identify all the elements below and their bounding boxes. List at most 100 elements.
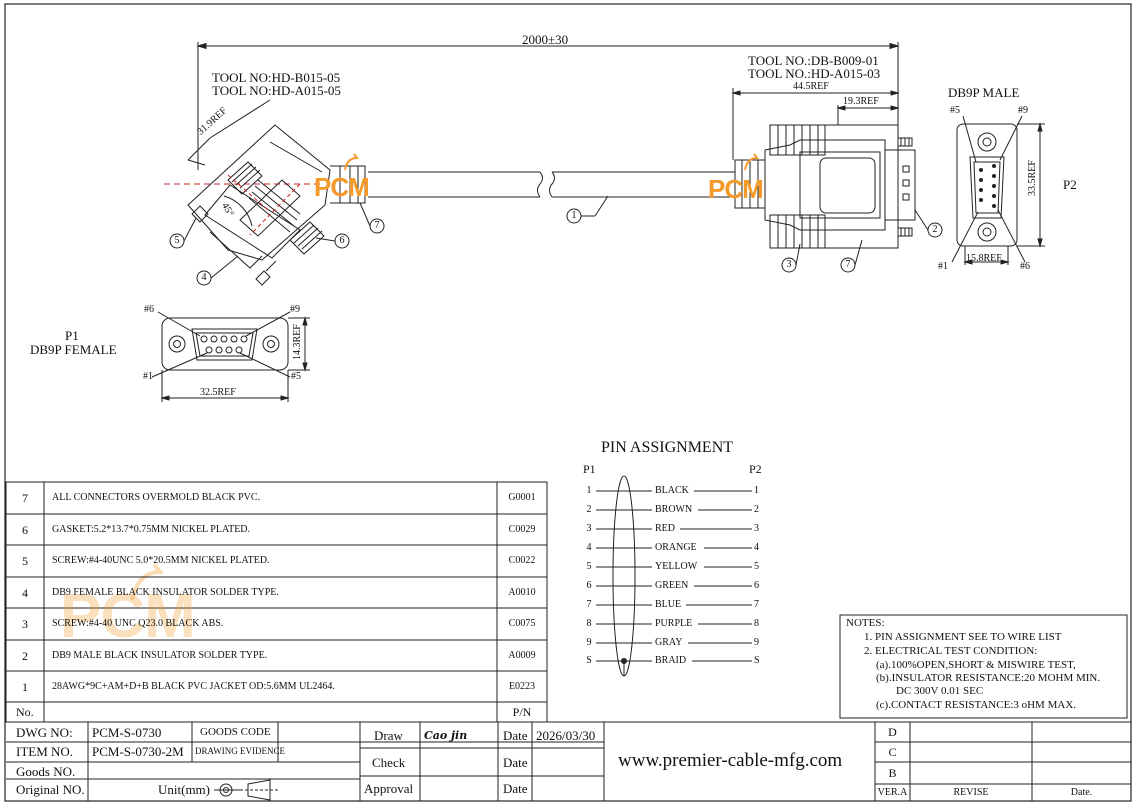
pin-wire-color: RED [655, 523, 675, 534]
pcm-logo-left: PCM [314, 172, 370, 202]
callout-balloons [169, 195, 943, 286]
pin-wire-color: ORANGE [655, 542, 697, 553]
dim-15-8-ref: 15.8REF [966, 253, 1002, 264]
callout-5: 5 [174, 235, 180, 246]
approval-date-label: Date [503, 781, 528, 796]
original-no-label: Original NO. [16, 782, 85, 797]
pin-p2: 4 [754, 542, 759, 553]
cable-body [160, 171, 735, 198]
female-pin-9: #9 [290, 304, 300, 315]
left-tool-label-2: TOOL NO:HD-A015-05 [212, 83, 341, 98]
female-connector-title: DB9P FEMALE [30, 342, 117, 357]
pin-wire-color: BLACK [655, 485, 689, 496]
male-pin-5: #5 [950, 105, 960, 116]
callout-2: 2 [932, 224, 938, 235]
dwg-no-label: DWG NO: [16, 725, 73, 740]
item-no-label: ITEM NO. [16, 744, 74, 759]
pin-p1: 9 [586, 637, 592, 648]
dim-32-5-ref: 32.5REF [200, 387, 236, 398]
bom-row-no: 4 [22, 586, 28, 600]
draw-date-label: Date [503, 728, 528, 743]
bom-row-pn: C0022 [508, 555, 536, 566]
pin-p1: 6 [586, 580, 592, 591]
sheet-border [4, 3, 1132, 802]
drawing-evidence-label: DRAWING EVIDENCE [195, 746, 286, 756]
check-label: Check [372, 755, 406, 770]
draw-signature: Cao jin [424, 729, 468, 742]
bom-row-desc: GASKET:5.2*13.7*0.75MM NICKEL PLATED. [52, 524, 251, 535]
bom-row-no: 5 [22, 554, 28, 568]
pin-p2: 2 [754, 504, 759, 515]
bom-row-pn: E0223 [508, 681, 536, 692]
bom-row-pn: A0009 [508, 650, 536, 661]
pin-p1: 1 [586, 485, 592, 496]
callout-7-left: 7 [374, 220, 380, 231]
bom-row-no: 3 [22, 617, 28, 631]
note-line: (b).INSULATOR RESISTANCE:20 MOHM MIN. [876, 672, 1101, 684]
pin-p1: 7 [586, 599, 592, 610]
rev-row-c: C [888, 745, 897, 759]
note-line: (c).CONTACT RESISTANCE:3 oHM MAX. [876, 699, 1077, 711]
rev-row-b: B [888, 766, 897, 780]
callout-4: 4 [201, 272, 207, 283]
goods-code-label: GOODS CODE [200, 726, 271, 738]
title-block-grid [6, 721, 1131, 801]
note-line: 1. PIN ASSIGNMENT SEE TO WIRE LIST [864, 631, 1062, 643]
pin-p2: 6 [754, 580, 759, 591]
dim-14-3-ref: 14.3REF [292, 324, 303, 360]
bom-row-pn: G0001 [508, 492, 536, 503]
pin-p1: S [586, 655, 592, 666]
pcm-logo-right: PCM [708, 174, 764, 204]
p1-label: P1 [65, 328, 79, 343]
rev-header-date: Date. [1070, 787, 1093, 798]
pin-p2: 7 [754, 599, 759, 610]
pin-wire-color: YELLOW [655, 561, 698, 572]
pin-wire-color: BLUE [655, 599, 682, 610]
pin-p2: S [754, 655, 760, 666]
dim-19-3-ref: 19.3REF [843, 96, 879, 107]
rev-header-ver: VER.A [877, 787, 908, 798]
female-pin-5: #5 [291, 371, 301, 382]
callout-3: 3 [786, 259, 792, 270]
pin-assignment-p1: P1 [583, 462, 596, 476]
pin-p1: 4 [586, 542, 592, 553]
bom-row-pn: C0075 [508, 618, 536, 629]
male-pin-1: #1 [938, 261, 948, 272]
bom-row-no: 7 [22, 491, 28, 505]
right-tool-label-2: TOOL NO.:HD-A015-03 [748, 66, 881, 81]
bom-row-desc: SCREW:#4-40 UNC Q23.0 BLACK ABS. [52, 618, 224, 629]
pin-p2: 8 [754, 618, 759, 629]
note-line: 2. ELECTRICAL TEST CONDITION: [864, 645, 1038, 657]
pin-p1: 8 [586, 618, 592, 629]
bom-row-no: 6 [22, 523, 28, 537]
callout-7-right: 7 [845, 259, 851, 270]
pin-p2: 3 [754, 523, 759, 534]
right-straight-connector [734, 124, 916, 249]
dwg-no-value: PCM-S-0730 [92, 725, 162, 740]
callout-1: 1 [571, 210, 577, 221]
female-pin-6: #6 [144, 304, 154, 315]
pin-p1: 2 [586, 504, 592, 515]
p2-label: P2 [1063, 177, 1077, 192]
pin-wire-color: BROWN [655, 504, 693, 515]
bom-row-desc: SCREW:#4-40UNC 5.0*20.5MM NICKEL PLATED. [52, 555, 270, 566]
note-line: (a).100%OPEN,SHORT & MISWIRE TEST, [876, 659, 1076, 671]
unit-label: Unit(mm) [158, 782, 210, 797]
notes-box [839, 614, 1128, 719]
item-no-value: PCM-S-0730-2M [92, 744, 184, 759]
male-pin-6: #6 [1020, 261, 1030, 272]
left-tool-label-1: TOOL NO:HD-B015-05 [212, 70, 341, 85]
bom-row-pn: A0010 [508, 587, 536, 598]
right-connector-dimensions [731, 88, 900, 160]
pin-wire-color: GREEN [655, 580, 689, 591]
website-link[interactable]: www.premier-cable-mfg.com [618, 750, 843, 771]
pin-wire-color: PURPLE [655, 618, 693, 629]
rev-header-revise: REVISE [953, 787, 989, 798]
bom-row-pn: C0029 [508, 524, 536, 535]
pcm-logo-watermark: PCM [60, 582, 196, 651]
bom-row-desc: DB9 MALE BLACK INSULATOR SOLDER TYPE. [52, 650, 268, 661]
pin-assignment-title: PIN ASSIGNMENT [601, 439, 734, 456]
male-pin-9: #9 [1018, 105, 1028, 116]
overall-length-label: 2000±30 [522, 32, 569, 47]
